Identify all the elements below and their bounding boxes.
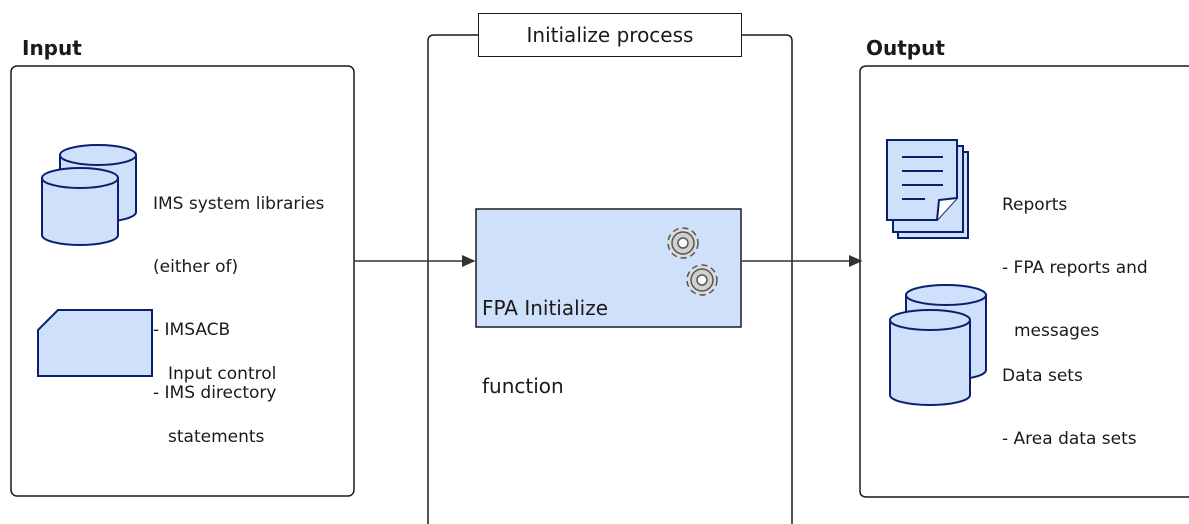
database-icon [41, 144, 137, 246]
reports-line2: messages [1014, 321, 1100, 341]
function-line1: FPA Initialize [482, 296, 609, 320]
gear-icon-small [686, 264, 718, 296]
output-heading: Output [866, 36, 945, 60]
libraries-item: - IMS directory [153, 383, 277, 403]
control-line2: statements [168, 427, 265, 447]
document-stack-icon [886, 139, 969, 239]
function-line2: function [482, 374, 564, 398]
output-panel [859, 65, 1189, 498]
datasets-icon [889, 284, 987, 406]
control-card-icon [37, 309, 153, 377]
reports-line1: - FPA reports and [1002, 258, 1148, 278]
gear-icon [667, 227, 699, 259]
libraries-title: IMS system libraries [153, 194, 325, 214]
reports-label: Reports - FPA reports and messages [1002, 153, 1148, 363]
libraries-subtitle: (either of) [153, 257, 239, 277]
function-label: FPA Initialize function [482, 243, 608, 425]
libraries-label: IMS system libraries (either of) - IMSAC… [153, 152, 324, 425]
process-panel [427, 34, 793, 524]
datasets-label: Data sets - Area data sets [1002, 324, 1137, 471]
process-title: Initialize process [478, 13, 742, 57]
datasets-line1: - Area data sets [1002, 429, 1137, 449]
control-label: Input control statements [168, 322, 276, 469]
reports-title: Reports [1002, 195, 1068, 215]
input-heading: Input [22, 36, 82, 60]
libraries-item: - IMSACB [153, 320, 231, 340]
control-line1: Input control [168, 364, 277, 384]
datasets-title: Data sets [1002, 366, 1083, 386]
